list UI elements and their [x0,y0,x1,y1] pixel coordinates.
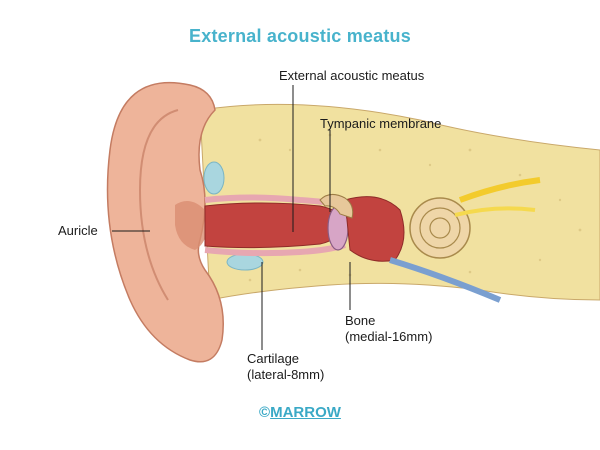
label-bone-line2: (medial-16mm) [345,329,433,344]
ossicles [319,194,354,219]
copyright-symbol: © [259,404,271,421]
diagram-title: External acoustic meatus [189,26,411,46]
label-bone: Bone (medial-16mm) [345,313,432,345]
cochlea [409,197,471,259]
middle-ear-cavity [344,196,405,262]
label-cartilage-line2: (lateral-8mm) [247,367,325,382]
concha [175,201,208,250]
vestibulocochlear-nerve [458,177,541,203]
brand-name: MARROW [270,404,341,421]
facial-nerve [454,206,536,217]
label-cartilage: Cartilage (lateral-8mm) [247,351,324,383]
ear-canal [204,202,346,249]
auricle-fold [138,109,179,301]
label-bone-line1: Bone [345,313,376,328]
temporal-bone [199,103,600,301]
brand-footer: ©MARROW [0,404,600,421]
label-tympanic-membrane: Tympanic membrane [320,116,442,131]
cartilage-lower [226,253,264,271]
label-cartilage-line1: Cartilage [247,351,300,366]
cartilage-upper [203,161,225,195]
eustachian-tube [389,257,502,303]
bone-texture [248,133,582,282]
label-external-acoustic-meatus: External acoustic meatus [279,68,425,83]
auricle-shape [106,81,224,363]
label-auricle: Auricle [58,223,98,238]
